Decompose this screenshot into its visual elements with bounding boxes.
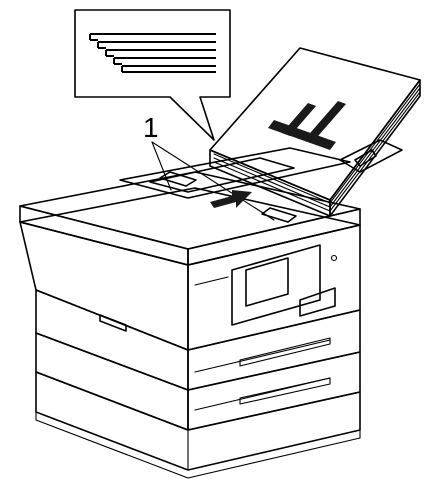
paper-stack-detail-icon: [89, 33, 216, 73]
callout-number-1: 1: [143, 112, 275, 221]
document-guide-right[interactable]: [261, 207, 297, 223]
insert-direction-arrow-icon: [210, 190, 252, 208]
callout-label: 1: [143, 112, 159, 143]
touchscreen: [245, 257, 289, 307]
printer-body: [19, 171, 361, 479]
callout-box: [74, 9, 231, 141]
power-button-icon: [330, 254, 338, 262]
document-face-down-icon: [268, 101, 346, 150]
document-guide-left[interactable]: [159, 171, 197, 187]
leader-line-left: [151, 141, 172, 191]
document-stack: [209, 47, 421, 217]
leader-line-right: [151, 141, 275, 221]
